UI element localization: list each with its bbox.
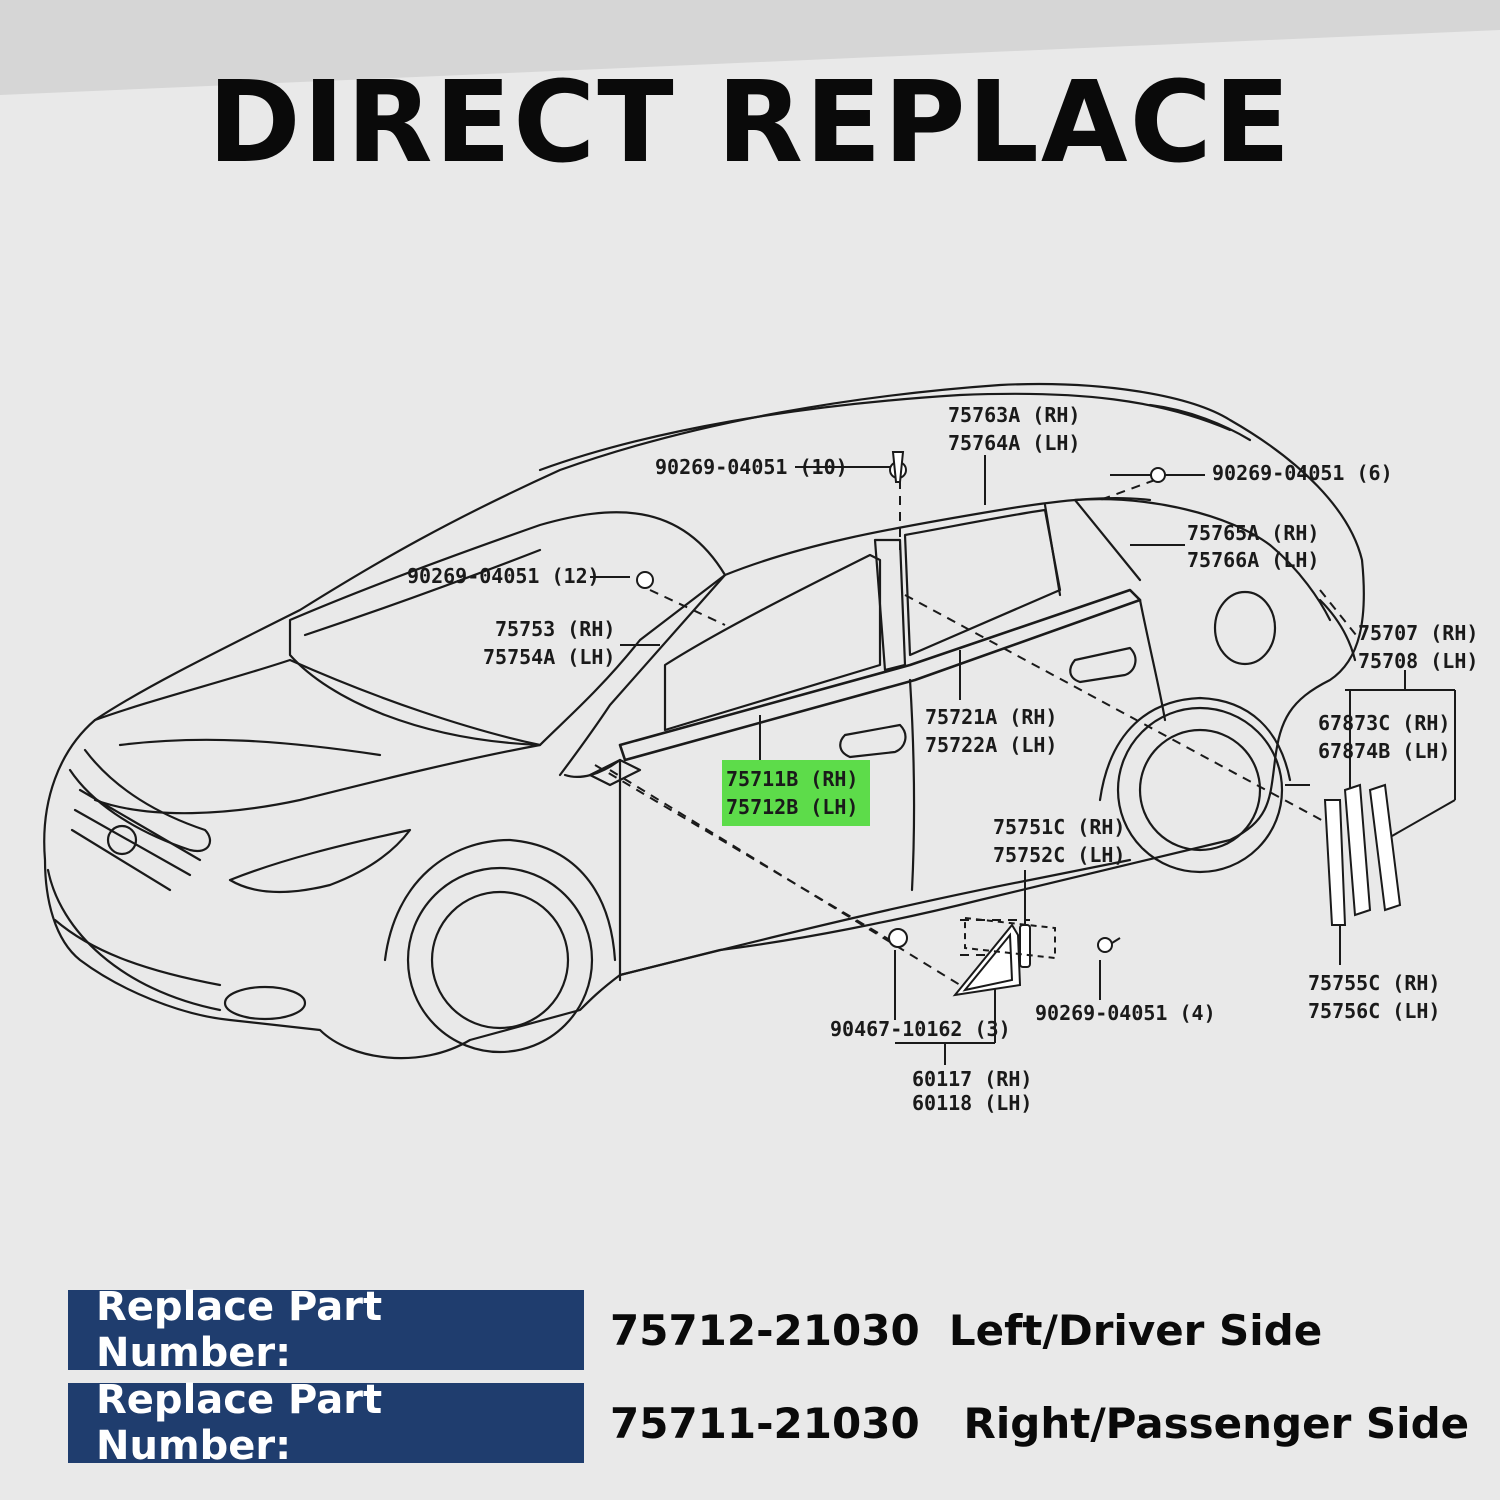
callout-75712b: 75712B (LH) <box>726 795 858 819</box>
rear-door-handle <box>1069 646 1137 684</box>
callout-75766a: 75766A (LH) <box>1187 548 1319 572</box>
clip-icon <box>1097 937 1113 953</box>
callout-75722a: 75722A (LH) <box>925 733 1057 757</box>
page-title: DIRECT REPLACE <box>207 58 1293 188</box>
callout-75752c: 75752C (LH) <box>993 843 1125 867</box>
callout-60117: 60117 (RH) <box>912 1067 1032 1091</box>
callout-75711b: 75711B (RH) <box>726 767 858 791</box>
callout-75756c: 75756C (LH) <box>1308 999 1440 1023</box>
headlight <box>228 828 412 894</box>
callout-75708: 75708 (LH) <box>1358 649 1478 673</box>
callout-75755c: 75755C (RH) <box>1308 971 1440 995</box>
callout-75721a: 75721A (RH) <box>925 705 1057 729</box>
callout-67874b: 67874B (LH) <box>1318 739 1450 763</box>
part-number-row-right: Replace Part Number: 75711-21030 Right/P… <box>68 1377 1470 1469</box>
part-number-value-left: 75712-21030 Left/Driver Side <box>610 1305 1323 1355</box>
fog-light <box>223 985 307 1021</box>
callout-90269-6: 90269-04051 (6) <box>1212 461 1393 485</box>
part-number-row-left: Replace Part Number: 75712-21030 Left/Dr… <box>68 1284 1323 1376</box>
callout-75751c: 75751C (RH) <box>993 815 1125 839</box>
callout-75753: 75753 (RH) <box>495 617 615 641</box>
clip-icon <box>636 571 654 589</box>
side-mirror <box>588 758 642 787</box>
callout-75754a: 75754A (LH) <box>483 645 615 669</box>
callout-90467: 90467-10162 (3) <box>830 1017 1011 1041</box>
callout-75763a: 75763A (RH) <box>948 403 1080 427</box>
highlight-box <box>722 760 870 826</box>
callout-90269-12: 90269-04051 (12) <box>407 564 600 588</box>
callout-60118: 60118 (LH) <box>912 1091 1032 1115</box>
rear-wheel <box>1116 706 1284 874</box>
clip-icon <box>1150 467 1166 483</box>
callout-90269-10: 90269-04051 (10) <box>655 455 848 479</box>
rear-door-window <box>903 508 1062 657</box>
car-body-outline <box>43 382 1365 1060</box>
callout-75764a: 75764A (LH) <box>948 431 1080 455</box>
part-number-value-right: 75711-21030 Right/Passenger Side <box>610 1398 1470 1448</box>
front-grille <box>68 748 212 853</box>
part-number-label: Replace Part Number: <box>68 1284 584 1376</box>
callout-75765a: 75765A (RH) <box>1187 521 1319 545</box>
pillar-garnish <box>1323 799 1347 926</box>
callout-90269-4: 90269-04051 (4) <box>1035 1001 1216 1025</box>
callout-67873c: 67873C (RH) <box>1318 711 1450 735</box>
callout-75707: 75707 (RH) <box>1358 621 1478 645</box>
front-door-window <box>663 553 882 732</box>
front-door-handle <box>839 723 907 759</box>
clip-icon <box>888 928 908 948</box>
front-wheel <box>406 866 594 1054</box>
part-number-label: Replace Part Number: <box>68 1377 584 1469</box>
